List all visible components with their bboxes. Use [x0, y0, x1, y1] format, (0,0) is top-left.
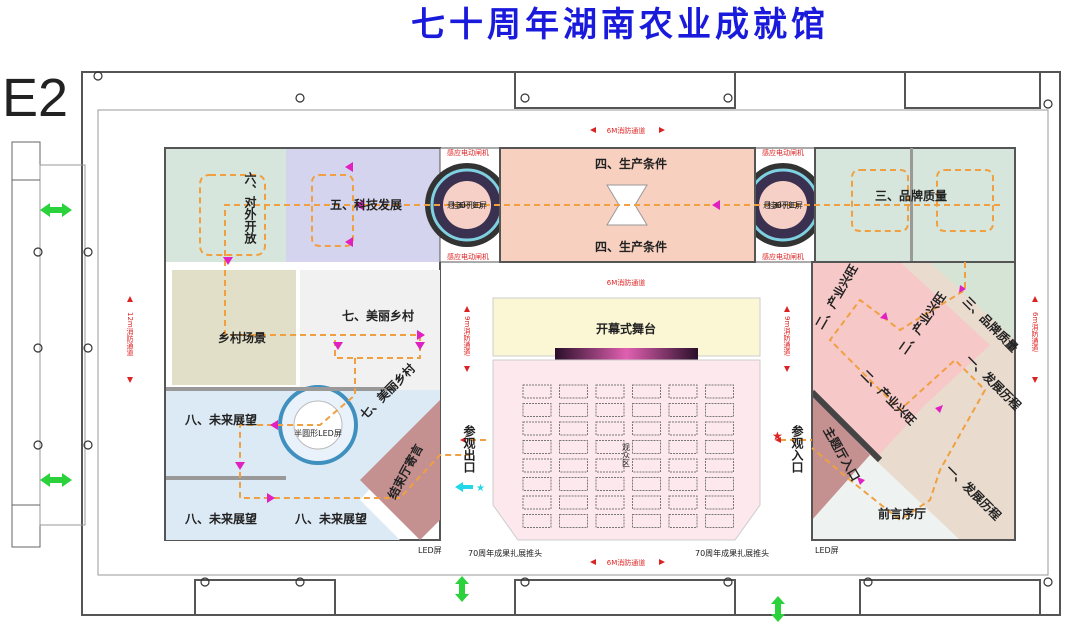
- seat-block: [668, 495, 698, 510]
- booth-label-right: 70周年成果扎展推头: [695, 548, 769, 558]
- stage-led-screen: [555, 348, 698, 360]
- seat-block: [522, 495, 552, 510]
- seat-block: [595, 514, 625, 528]
- seat-block: [668, 421, 698, 436]
- hall-code: E2: [2, 68, 68, 128]
- visit-route: [199, 162, 1000, 522]
- seat-block: [595, 440, 625, 454]
- fire-lane-9m-left: 9m消防通道: [463, 316, 471, 356]
- zone-4-bottom-label: 四、生产条件: [595, 239, 667, 254]
- seat-block: [668, 477, 698, 491]
- fire-lane-12m: 12m消防通道: [126, 312, 134, 357]
- seat-block: [632, 421, 661, 436]
- zone-5-label: 五、科技发展: [330, 197, 402, 212]
- seat-block: [632, 495, 661, 510]
- seat-block: [522, 458, 552, 473]
- building-outline: [11, 71, 1061, 616]
- plan-labels: 6M消防通道 6M消防通道 6M消防通道 感应电动闸机 感应电动闸机 感应电动闸…: [126, 126, 1039, 567]
- seat-block: [705, 440, 734, 454]
- seat-block: [705, 421, 734, 436]
- semi-led-label: 半圆形LED屏: [294, 428, 342, 438]
- seat-block: [522, 514, 552, 528]
- seat-block: [595, 403, 625, 417]
- seat-block: [668, 458, 698, 473]
- seat-block: [595, 384, 625, 399]
- booth-label-left: 70周年成果扎展推头: [468, 548, 542, 558]
- seat-block: [559, 421, 588, 436]
- seat-block: [559, 403, 588, 417]
- seat-block: [632, 458, 661, 473]
- led-screen-left: LED屏: [418, 546, 442, 555]
- seat-block: [705, 384, 734, 399]
- fire-lane-arrows: ★: [127, 127, 1038, 565]
- seat-block: [559, 495, 588, 510]
- exit-label: 参观出口: [462, 424, 476, 474]
- seat-block: [595, 477, 625, 491]
- seat-block: [559, 384, 588, 399]
- audience-area: [492, 359, 761, 541]
- rural-scene-label: 乡村场景: [218, 330, 266, 345]
- gate-label-4: 感应电动闸机: [762, 252, 804, 261]
- seat-block: [595, 458, 625, 473]
- led360-left-label: 悬挂360环形LED屏: [447, 200, 487, 210]
- entrance-label: 参观入口: [790, 424, 804, 474]
- seat-block: [632, 403, 661, 417]
- seat-block: [632, 514, 661, 528]
- seat-block: [522, 477, 552, 491]
- zone-8a-label: 八、未来展望: [184, 412, 257, 427]
- fire-lane-6m-mid: 6M消防通道: [607, 278, 646, 287]
- seat-block: [559, 514, 588, 528]
- preface-hall-label: 前言序厅: [878, 506, 926, 521]
- hall-title: 七十周年湖南农业成就馆: [411, 5, 829, 45]
- seat-block: [705, 458, 734, 473]
- fire-lane-9m-right: 9m消防通道: [783, 316, 791, 356]
- led-screen-right: LED屏: [815, 546, 839, 555]
- seat-block: [522, 384, 552, 399]
- seat-grid: [522, 384, 734, 528]
- seat-block: [632, 384, 661, 399]
- seat-block: [595, 495, 625, 510]
- seat-block: [559, 458, 588, 473]
- seat-block: [668, 440, 698, 454]
- seat-block: [705, 477, 734, 491]
- svg-text:★: ★: [772, 429, 783, 443]
- fire-lane-6m-bottom: 6M消防通道: [607, 558, 646, 567]
- seat-block: [668, 384, 698, 399]
- zone-4-top-label: 四、生产条件: [595, 156, 667, 171]
- zone-8b-label: 八、未来展望: [184, 511, 257, 526]
- seat-block: [668, 514, 698, 528]
- gate-label-3: 感应电动闸机: [762, 148, 804, 157]
- audience-label: 观众区: [622, 443, 631, 467]
- gate-label-1: 感应电动闸机: [447, 148, 489, 157]
- seat-block: [668, 403, 698, 417]
- zone-7-top-label: 七、美丽乡村: [342, 308, 414, 323]
- seat-block: [522, 421, 552, 436]
- seat-block: [632, 477, 661, 491]
- star-icon: ★: [476, 483, 485, 494]
- zone-6-label: 六、对外开放: [243, 171, 257, 245]
- stage-area: [492, 297, 761, 357]
- green-access-arrows: [40, 203, 785, 622]
- seat-block: [705, 514, 734, 528]
- led360-right-label: 悬挂360环形LED屏: [763, 200, 803, 210]
- seat-block: [559, 440, 588, 454]
- seat-block: [522, 403, 552, 417]
- gate-label-2: 感应电动闸机: [447, 252, 489, 261]
- seat-block: [595, 421, 625, 436]
- seat-block: [632, 440, 661, 454]
- seat-block: [705, 403, 734, 417]
- zone-8c-label: 八、未来展望: [294, 511, 367, 526]
- seat-block: [522, 440, 552, 454]
- exit-arrow-icon: [455, 482, 473, 492]
- fire-lane-6m-top: 6M消防通道: [607, 126, 646, 135]
- stage-label: 开幕式舞台: [596, 321, 656, 336]
- seat-block: [705, 495, 734, 510]
- fire-lane-6m-right: 6m消防通道: [1031, 312, 1039, 352]
- seat-block: [559, 477, 588, 491]
- zone-3-top-label: 三、品牌质量: [875, 188, 947, 203]
